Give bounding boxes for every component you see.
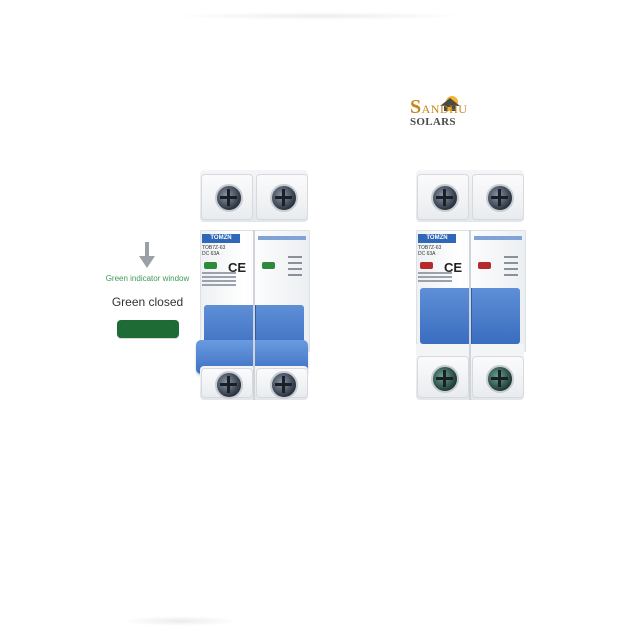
annotation-status: Green closed: [111, 295, 184, 309]
brand-badge: TOMZN: [418, 234, 456, 243]
sun-house-icon: [440, 96, 460, 111]
indicator-window: [204, 262, 217, 269]
ce-mark: CE: [228, 260, 247, 275]
breaker-closed: TOMZN TOB7Z-63 DC 63A CE: [196, 170, 310, 400]
model-text: TOB7Z-63: [418, 245, 442, 251]
top-terminals: [200, 170, 308, 222]
screw-icon: [270, 184, 298, 212]
green-swatch: [117, 320, 179, 338]
rating-text: DC 63A: [202, 251, 220, 257]
annotation-caption: Green indicator window: [105, 274, 190, 283]
indicator-window: [262, 262, 275, 269]
breaker-label: TOMZN TOB7Z-63 DC 63A CE: [418, 234, 522, 304]
indicator-window: [478, 262, 491, 269]
brand-logo: SANDHU SOLARS: [406, 92, 468, 132]
ce-mark: CE: [444, 260, 463, 275]
top-terminals: [416, 170, 524, 222]
indicator-annotation: Green indicator window Green closed: [100, 240, 195, 350]
screw-icon: [215, 184, 243, 212]
schematic-icon: [288, 256, 302, 284]
model-text: TOB7Z-63: [202, 245, 226, 251]
indicator-window: [420, 262, 433, 269]
screw-icon: [270, 371, 298, 399]
bottom-shadow: [120, 616, 240, 626]
breaker-open: TOMZN TOB7Z-63 DC 63A CE: [416, 170, 526, 400]
logo-subtitle: SOLARS: [410, 116, 456, 128]
screw-icon: [486, 365, 514, 393]
top-shadow: [170, 12, 470, 20]
brand-badge: TOMZN: [202, 234, 240, 243]
screw-icon: [431, 184, 459, 212]
logo-name: SANDHU: [410, 96, 468, 118]
breaker-label: TOMZN TOB7Z-63 DC 63A CE: [202, 234, 306, 304]
screw-icon: [486, 184, 514, 212]
screw-icon: [431, 365, 459, 393]
schematic-icon: [504, 256, 518, 284]
screw-icon: [215, 371, 243, 399]
arrow-down-icon: [139, 242, 155, 268]
rating-text: DC 63A: [418, 251, 436, 257]
